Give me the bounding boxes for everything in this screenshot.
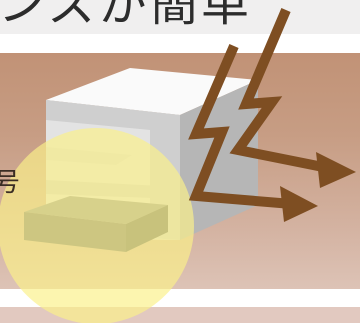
arrow-head-lower — [280, 186, 318, 222]
reflection-arrows — [188, 8, 329, 209]
highlight-circle — [0, 128, 194, 323]
arrow-lower — [188, 44, 293, 209]
arrow-upper — [229, 8, 329, 173]
side-label: 号 — [0, 168, 21, 198]
page-title: ンズが簡単 — [0, 0, 253, 32]
arrow-head-upper — [316, 152, 356, 188]
